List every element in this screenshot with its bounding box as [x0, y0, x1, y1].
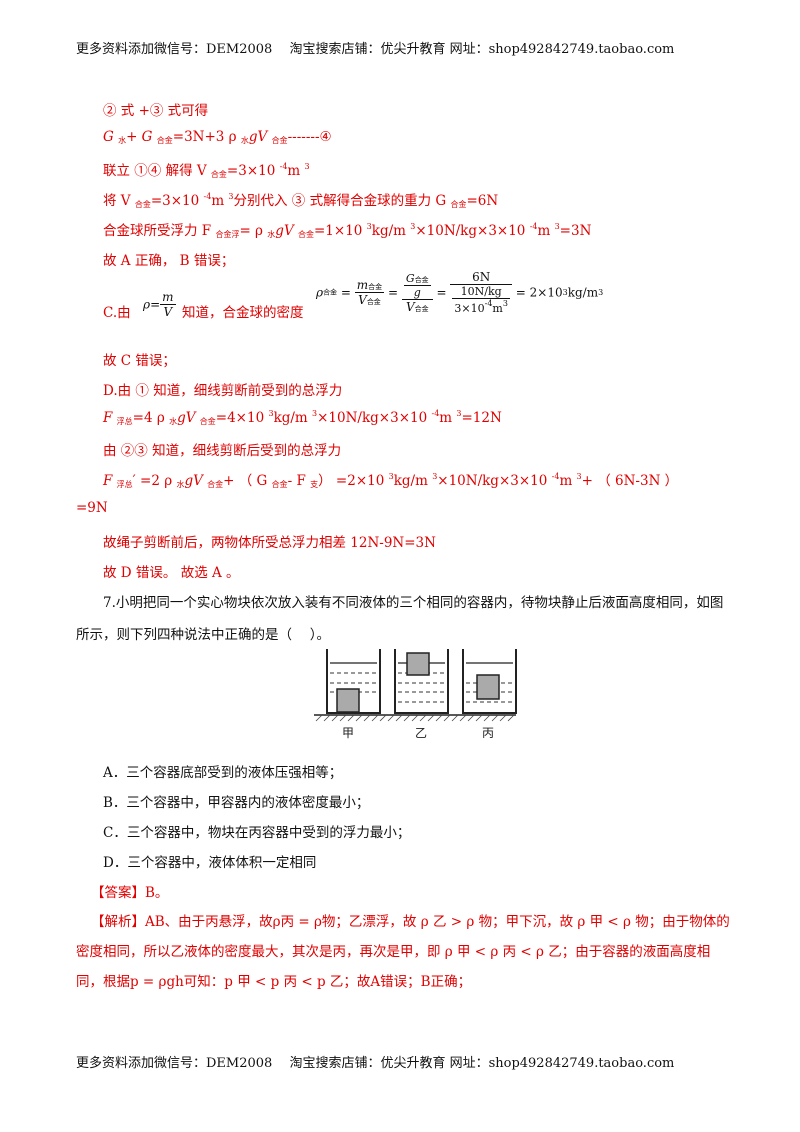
solution-line-14: 故绳子剪断前后，两物体所受总浮力相差 12N-9N=3N	[103, 535, 436, 551]
solution-line-7b: 知道，合金球的密度	[182, 305, 304, 321]
containers-figure: 甲 乙 丙	[314, 649, 517, 740]
container-jia	[326, 649, 381, 714]
solution-line-2: G 水+ G 合金=3N+3 ρ 水gV 合金-------④	[103, 129, 332, 145]
solution-line-4: 将 V 合金=3×10 -4m 3分别代入 ③ 式解得合金球的重力 G 合金=6…	[103, 192, 499, 209]
label-jia: 甲	[342, 726, 354, 740]
label-yi: 乙	[415, 726, 427, 740]
option-b: B．三个容器中，甲容器内的液体密度最小；	[103, 795, 370, 811]
page-footer: 更多资料添加微信号：DEM2008 淘宝搜索店铺：优尖升教育 网址：shop49…	[76, 1056, 675, 1071]
solution-line-7a: C.由	[103, 305, 131, 321]
solution-line-1: ② 式 +③ 式可得	[103, 103, 209, 119]
solution-line-8: 故 C 错误；	[103, 353, 176, 369]
analysis: 【解析】AB、由于丙悬浮，故ρ丙 = ρ物；乙漂浮，故 ρ 乙 > ρ 物；甲下…	[76, 914, 730, 990]
option-d: D．三个容器中，液体体积一定相同	[103, 855, 317, 871]
solution-line-9: D.由 ① 知道，细线剪断前受到的总浮力	[103, 383, 343, 399]
solution-line-15: 故 D 错误。 故选 A 。	[103, 565, 240, 581]
solution-line-3: 联立 ①④ 解得 V 合金=3×10 -4m 3	[103, 162, 310, 179]
option-c: C．三个容器中，物块在丙容器中受到的浮力最小；	[103, 825, 411, 841]
label-bing: 丙	[482, 726, 494, 740]
answer: 【答案】B。	[91, 885, 169, 901]
container-yi	[394, 649, 449, 714]
solution-line-5: 合金球所受浮力 F 合金浮= ρ 水gV 合金=1×10 3kg/m 3×10N…	[103, 222, 592, 239]
solution-line-11: 由 ②③ 知道，细线剪断后受到的总浮力	[103, 443, 342, 459]
solution-line-13: =9N	[76, 500, 108, 516]
container-bing	[462, 649, 517, 714]
solution-line-10: F 浮总=4 ρ 水gV 合金=4×10 3kg/m 3×10N/kg×3×10…	[103, 409, 502, 426]
solution-line-12: F 浮总′ =2 ρ 水gV 合金+ （ G 合金- F 支） =2×10 3k…	[103, 472, 679, 489]
option-a: A．三个容器底部受到的液体压强相等；	[103, 765, 343, 781]
question-7-stem: 7.小明把同一个实心物块依次放入装有不同液体的三个相同的容器内，待物块静止后液面…	[76, 595, 724, 643]
page-header: 更多资料添加微信号：DEM2008 淘宝搜索店铺：优尖升教育 网址：shop49…	[76, 42, 675, 57]
solution-line-6: 故 A 正确， B 错误；	[103, 253, 235, 269]
